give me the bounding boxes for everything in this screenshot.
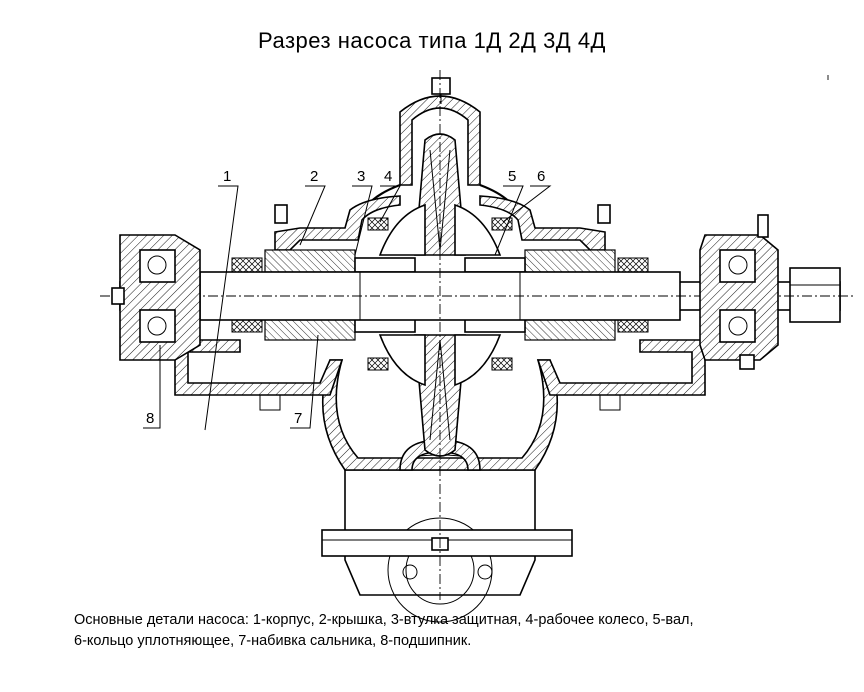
caption-line-2: 6-кольцо уплотняющее, 7-набивка сальника… — [74, 633, 472, 649]
pump-cover — [274, 77, 611, 251]
callout-7: 7 — [294, 410, 302, 427]
callout-6: 6 — [537, 168, 545, 185]
pump-base — [321, 454, 573, 623]
page-title: Разрез насоса типа 1Д 2Д 3Д 4Д — [258, 28, 606, 53]
callout-5: 5 — [508, 168, 516, 185]
callout-2: 2 — [310, 168, 318, 185]
parts-caption: Основные детали насоса: 1-корпус, 2-крыш… — [74, 610, 854, 652]
callout-3: 3 — [357, 168, 365, 185]
callout-leaders — [143, 185, 552, 431]
sealing-rings — [367, 217, 513, 371]
callout-8: 8 — [146, 410, 154, 427]
bearing-housing-left — [111, 234, 201, 361]
bearing-housing-right — [699, 214, 779, 370]
callout-4: 4 — [384, 168, 392, 185]
caption-line-1: Основные детали насоса: 1-корпус, 2-крыш… — [74, 612, 694, 628]
callout-1: 1 — [223, 168, 231, 185]
shaft-sleeves-and-packing — [231, 249, 649, 341]
